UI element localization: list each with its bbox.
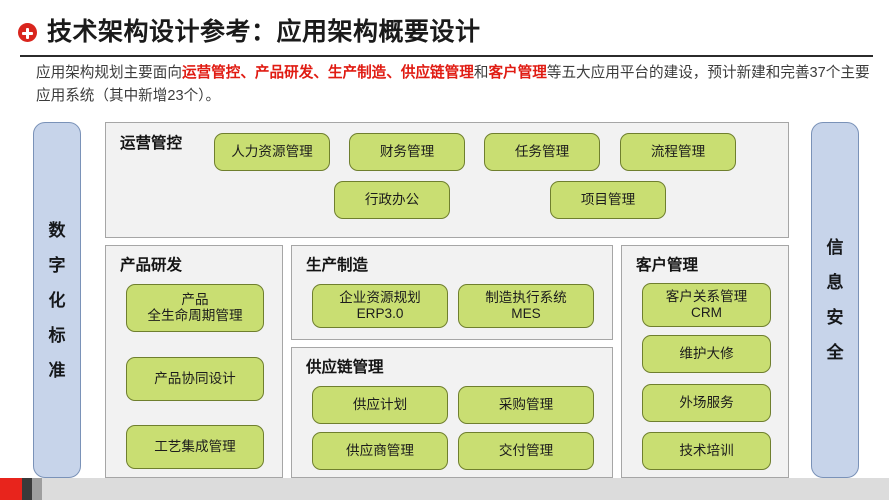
app-box-line1: 维护大修 [679,345,734,361]
app-box-mes[interactable]: 制造执行系统 MES [458,284,594,328]
app-box-plm[interactable]: 产品 全生命周期管理 [126,284,264,332]
app-box-process-integration[interactable]: 工艺集成管理 [126,425,264,469]
app-box-line2: 全生命周期管理 [147,308,243,323]
app-box-project[interactable]: 项目管理 [550,181,666,219]
pillar-char: 安 [826,308,844,327]
app-box-line1: 技术培训 [679,442,734,458]
app-box-line1: 企业资源规划 [339,289,421,305]
pillar-char: 数 [48,220,66,240]
app-box-hr[interactable]: 人力资源管理 [214,133,330,171]
subtitle-paragraph: 应用架构规划主要面向运营管控、产品研发、生产制造、供应链管理和客户管理等五大应用… [36,62,874,108]
page-title: 技术架构设计参考：应用架构概要设计 [47,18,481,46]
plus-circle-icon [18,23,37,42]
architecture-diagram: 数 字 化 标 准 信 息 安 全 运营管控 人力资源管理 财务管理 任务管理 … [33,122,859,480]
pillar-char: 息 [826,273,844,292]
pillar-char: 信 [826,238,844,257]
app-box-line2: ERP3.0 [356,306,404,321]
app-box-erp[interactable]: 企业资源规划 ERP3.0 [312,284,448,328]
panel-manufacturing: 生产制造 企业资源规划 ERP3.0 制造执行系统 MES [291,245,613,340]
footer-accent-red [0,478,22,500]
pillar-char: 标 [48,325,66,345]
subtitle-seg2: 和 [473,65,489,81]
panel-title: 生产制造 [306,257,369,274]
app-box-process[interactable]: 流程管理 [620,133,736,171]
footer-bar [0,478,889,500]
title-divider [20,55,873,57]
footer-accent-light [42,478,889,500]
panel-title: 客户管理 [636,257,699,274]
page-title-row: 技术架构设计参考：应用架构概要设计 [18,20,481,45]
footer-accent-mid [32,478,42,500]
app-box-line1: 产品协同设计 [154,370,236,386]
app-box-supplier[interactable]: 供应商管理 [312,432,448,470]
app-box-supply-plan[interactable]: 供应计划 [312,386,448,424]
app-box-line1: 产品 [181,291,209,307]
panel-title: 运营管控 [120,135,183,152]
subtitle-highlight-1: 运营管控、产品研发、生产制造、供应链管理 [181,65,474,81]
panel-product-rd: 产品研发 产品 全生命周期管理 产品协同设计 工艺集成管理 [105,245,283,478]
panel-supply-chain: 供应链管理 供应计划 采购管理 供应商管理 交付管理 [291,347,613,478]
pillar-information-security[interactable]: 信 息 安 全 [811,122,859,478]
pillar-char: 字 [48,255,66,275]
pillar-char: 化 [48,290,66,310]
subtitle-highlight-2: 客户管理 [488,65,547,81]
pillar-char: 准 [48,360,66,380]
app-box-admin-office[interactable]: 行政办公 [334,181,450,219]
panel-title: 供应链管理 [306,359,384,376]
app-box-delivery[interactable]: 交付管理 [458,432,594,470]
app-box-maintenance-overhaul[interactable]: 维护大修 [642,335,771,373]
app-box-procurement[interactable]: 采购管理 [458,386,594,424]
pillar-digital-standards[interactable]: 数 字 化 标 准 [33,122,81,478]
app-box-technical-training[interactable]: 技术培训 [642,432,771,470]
panel-title: 产品研发 [120,257,183,274]
app-box-field-service[interactable]: 外场服务 [642,384,771,422]
app-box-line2: MES [511,306,541,321]
app-box-line2: CRM [691,305,722,320]
app-box-line1: 制造执行系统 [485,289,567,305]
panel-operations-management: 运营管控 人力资源管理 财务管理 任务管理 流程管理 行政办公 项目管理 [105,122,789,238]
footer-accent-dark [22,478,32,500]
pillar-char: 全 [826,343,844,362]
app-box-line1: 客户关系管理 [665,288,748,304]
app-box-line1: 工艺集成管理 [154,438,236,454]
app-box-crm[interactable]: 客户关系管理 CRM [642,283,771,327]
subtitle-seg3: 等五大应用平台的建设，预计新建和完善37个主要应用系统（其中新增23个）。 [36,65,870,105]
app-box-task[interactable]: 任务管理 [484,133,600,171]
app-box-line1: 外场服务 [679,394,734,410]
subtitle-seg1: 应用架构规划主要面向 [36,65,182,81]
app-box-finance[interactable]: 财务管理 [349,133,465,171]
app-box-collaborative-design[interactable]: 产品协同设计 [126,357,264,401]
panel-customer-management: 客户管理 客户关系管理 CRM 维护大修 外场服务 技术培训 [621,245,789,478]
